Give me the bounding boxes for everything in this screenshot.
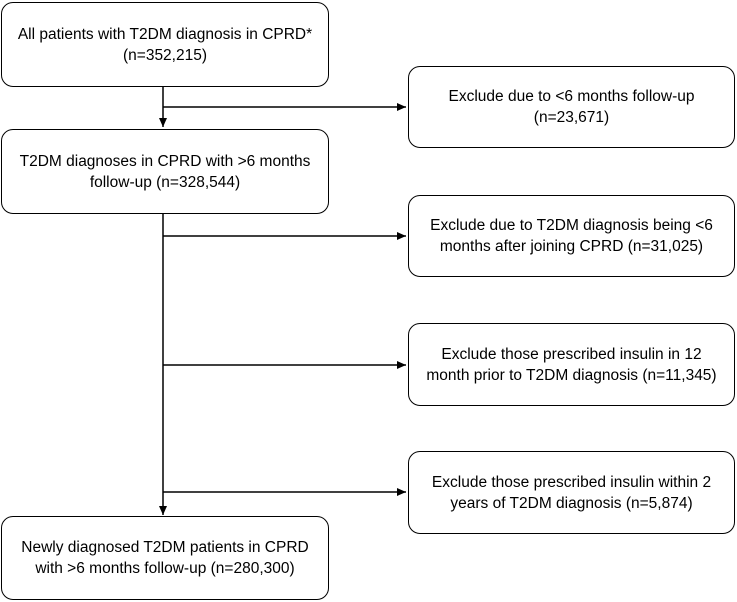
box-all-patients: All patients with T2DM diagnosis in CPRD…: [1, 2, 329, 87]
box-line: follow-up (n=328,544): [89, 173, 241, 191]
box-exclude-insulin-within-2-years: Exclude those prescribed insulin within …: [408, 451, 735, 534]
box-followup-6-months: T2DM diagnoses in CPRD with >6 months fo…: [1, 129, 329, 214]
box-line: T2DM diagnoses in CPRD with >6 months: [19, 152, 311, 170]
box-exclude-insulin-prior: Exclude those prescribed insulin in 12 m…: [408, 323, 735, 406]
box-line: months after joining CPRD (n=31,025): [439, 238, 704, 255]
box-line: with >6 months follow-up (n=280,300): [35, 560, 295, 577]
box-line: Exclude those prescribed insulin in 12: [441, 345, 702, 363]
box-final-cohort: Newly diagnosed T2DM patients in CPRD wi…: [1, 516, 329, 600]
box-line: Exclude due to <6 months follow-up: [448, 88, 695, 105]
box-exclude-followup: Exclude due to <6 months follow-up (n=23…: [408, 66, 735, 148]
box-line: (n=352,215): [122, 46, 208, 64]
box-line: (n=23,671): [533, 109, 610, 126]
box-line: All patients with T2DM diagnosis in CPRD…: [17, 25, 313, 43]
box-line: Exclude due to T2DM diagnosis being <6: [430, 217, 713, 234]
box-line: month prior to T2DM diagnosis (n=11,345): [426, 366, 717, 384]
box-line: Exclude those prescribed insulin within …: [431, 473, 712, 491]
box-exclude-joining-cprd: Exclude due to T2DM diagnosis being <6 m…: [408, 195, 735, 277]
box-line: years of T2DM diagnosis (n=5,874): [450, 494, 693, 512]
box-line: Newly diagnosed T2DM patients in CPRD: [21, 539, 309, 556]
